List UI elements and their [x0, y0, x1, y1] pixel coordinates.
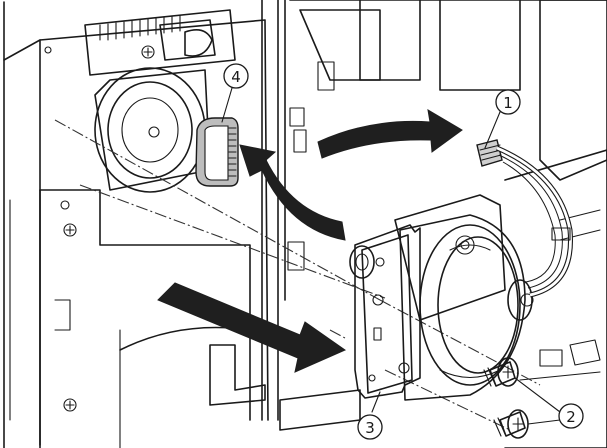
arrow-remove-belt — [239, 144, 346, 241]
screw-upper — [483, 357, 519, 387]
mounting-screws — [483, 357, 529, 439]
arrow-disconnect-connector — [317, 109, 463, 159]
machine-chassis — [3, 0, 607, 448]
callout-3: 3 — [357, 414, 383, 440]
callout-4-label: 4 — [231, 68, 241, 86]
callout-4: 4 — [223, 63, 249, 89]
callout-1-label: 1 — [503, 94, 513, 112]
callout-2-label: 2 — [566, 408, 576, 426]
motor-assembly — [349, 194, 534, 401]
callout-3-label: 3 — [365, 419, 375, 437]
callout-2: 2 — [558, 403, 584, 429]
callout-1: 1 — [495, 89, 521, 115]
motion-arrows — [157, 109, 463, 373]
harness-connector — [476, 139, 573, 298]
leader-lines — [221, 87, 561, 425]
arrow-pull-out-motor — [157, 282, 347, 373]
alignment-guides — [54, 119, 541, 431]
screw-lower — [493, 409, 529, 439]
timing-belt — [195, 117, 239, 187]
